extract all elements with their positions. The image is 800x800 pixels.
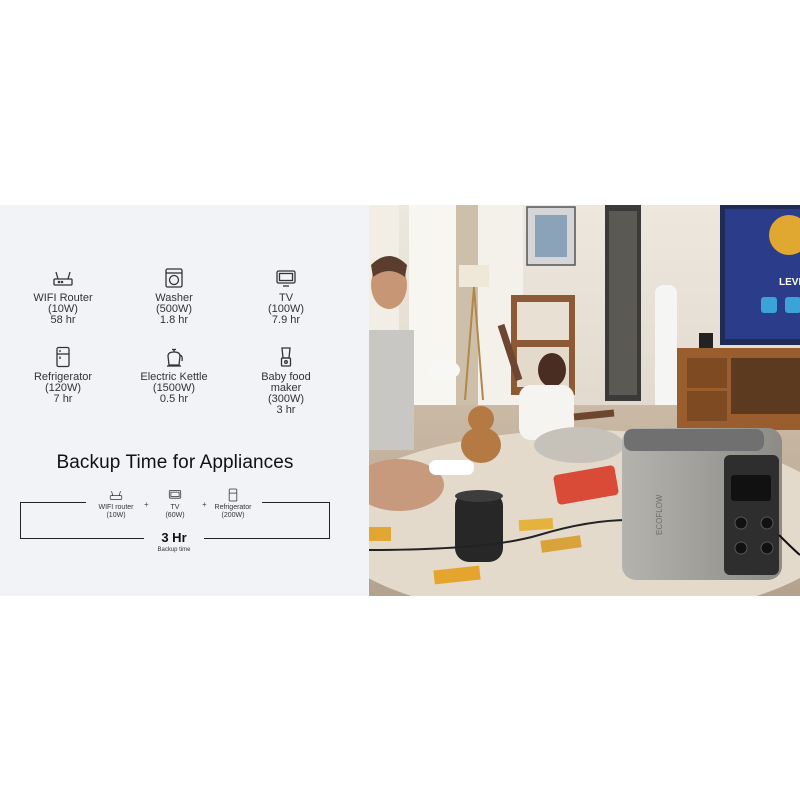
combo-item-router: WIFI router (10W) (86, 488, 146, 520)
router-icon (52, 267, 74, 289)
bracket-line (20, 502, 21, 539)
backup-total-label: Backup time (157, 547, 191, 553)
product-banner: WIFI Router (10W) 58 hr Washer (500W) 1.… (0, 205, 800, 596)
combo-item-refrigerator: Refrigerator (200W) (203, 488, 263, 520)
plus-sign: + (202, 500, 207, 509)
plus-sign: + (144, 500, 149, 509)
appliance-kettle: Electric Kettle (1500W) 0.5 hr (119, 346, 229, 405)
tv-icon (168, 490, 182, 499)
bracket-line (20, 502, 86, 503)
bracket-line (204, 538, 330, 539)
combo-item-tv: TV (60W) (145, 488, 205, 520)
bracket-line (20, 538, 144, 539)
refrigerator-icon (228, 488, 238, 502)
appliance-refrigerator: Refrigerator (120W) 7 hr (8, 346, 118, 405)
appliance-washer: Washer (500W) 1.8 hr (119, 267, 229, 326)
appliance-tv: TV (100W) 7.9 hr (231, 267, 341, 326)
appliance-router: WIFI Router (10W) 58 hr (8, 267, 118, 326)
appliance-baby-food-maker: Baby food maker (300W) 3 hr (231, 346, 341, 416)
refrigerator-icon (52, 346, 74, 368)
washer-icon (163, 267, 185, 289)
backup-info-panel: WIFI Router (10W) 58 hr Washer (500W) 1.… (0, 205, 369, 596)
kettle-icon (163, 346, 185, 368)
backup-total: 3 Hr (161, 530, 187, 545)
blender-icon (275, 346, 297, 368)
tv-icon (275, 267, 297, 289)
section-title: Backup Time for Appliances (56, 452, 294, 473)
bracket-line (262, 502, 330, 503)
bracket-line (329, 502, 330, 539)
router-icon (109, 491, 123, 500)
device-brand: ECOFLOW (655, 494, 664, 535)
